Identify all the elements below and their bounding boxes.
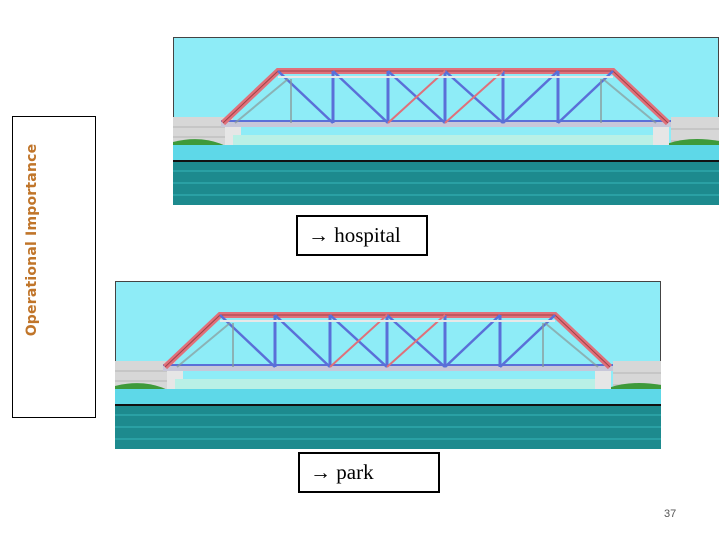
destination-park-label: → park bbox=[298, 452, 440, 493]
bridge-image-top bbox=[173, 37, 719, 205]
destination-hospital-label: → hospital bbox=[296, 215, 428, 256]
bridge-image-bottom bbox=[115, 281, 661, 449]
operational-importance-label: Operational Importance bbox=[24, 143, 40, 337]
side-label-box bbox=[12, 116, 96, 418]
page-number: 37 bbox=[664, 508, 677, 520]
